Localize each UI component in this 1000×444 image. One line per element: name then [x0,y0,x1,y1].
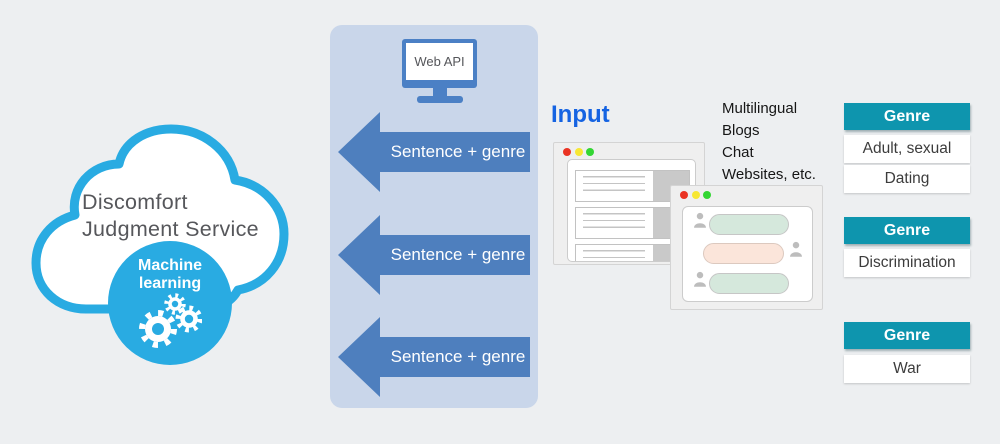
close-dot-icon [680,191,688,199]
genre-item-discrimination: Discrimination [844,249,970,277]
cloud-title-line2: Judgment Service [82,217,259,241]
chat-bubble [709,273,789,294]
zoom-dot-icon [703,191,711,199]
cloud-service-title: Discomfort Judgment Service [82,189,259,243]
genre-header: Genre [844,322,970,349]
arrow-left-icon [338,215,530,295]
minimize-dot-icon [574,148,583,156]
monitor-base [417,96,463,103]
source-item: Chat [722,144,754,161]
chat-content-area [682,206,813,302]
chat-bubble [703,243,784,264]
machine-learning-badge: Machine learning [108,241,232,365]
source-item: Blogs [722,122,760,139]
traffic-lights-icon [680,191,711,199]
arrow-left-icon [338,317,530,397]
person-icon [693,270,707,288]
genre-header: Genre [844,103,970,130]
traffic-lights-icon [563,148,594,156]
cloud-title-line1: Discomfort [82,190,188,214]
person-icon [693,211,707,229]
arrow-label: Sentence + genre [390,142,526,161]
gears-icon [139,293,202,348]
monitor-neck [433,88,447,96]
cloud-icon [31,124,289,314]
close-dot-icon [563,148,571,156]
web-api-label: Web API [406,43,473,80]
zoom-dot-icon [586,148,594,156]
source-item: Websites, etc. [722,166,816,183]
genre-group-1: Genre Adult, sexual Dating [844,103,970,193]
chat-window-illustration [670,185,823,310]
source-item: Multilingual [722,100,798,117]
person-icon [789,240,803,258]
arrow-sentence-genre-3: Sentence + genre [338,317,530,397]
arrow-label: Sentence + genre [390,245,526,264]
minimize-dot-icon [691,191,700,199]
genre-item-dating: Dating [844,165,970,193]
monitor-icon: Web API [402,39,477,88]
arrow-label: Sentence + genre [390,347,526,366]
arrow-left-icon [338,112,530,192]
machine-learning-label: Machine learning [137,257,202,292]
arrow-sentence-genre-2: Sentence + genre [338,215,530,295]
genre-item-adult-sexual: Adult, sexual [844,135,970,163]
arrow-sentence-genre-1: Sentence + genre [338,112,530,192]
genre-group-3: Genre War [844,322,970,383]
genre-item-war: War [844,355,970,383]
genre-header: Genre [844,217,970,244]
chat-bubble [709,214,789,235]
text-lines-placeholder [583,250,645,261]
input-sources-list: Multilingual Blogs Chat Websites, etc. [722,98,816,186]
text-lines-placeholder [583,176,645,196]
genre-group-2: Genre Discrimination [844,217,970,277]
text-lines-placeholder [583,213,645,233]
input-section-title: Input [551,101,610,128]
